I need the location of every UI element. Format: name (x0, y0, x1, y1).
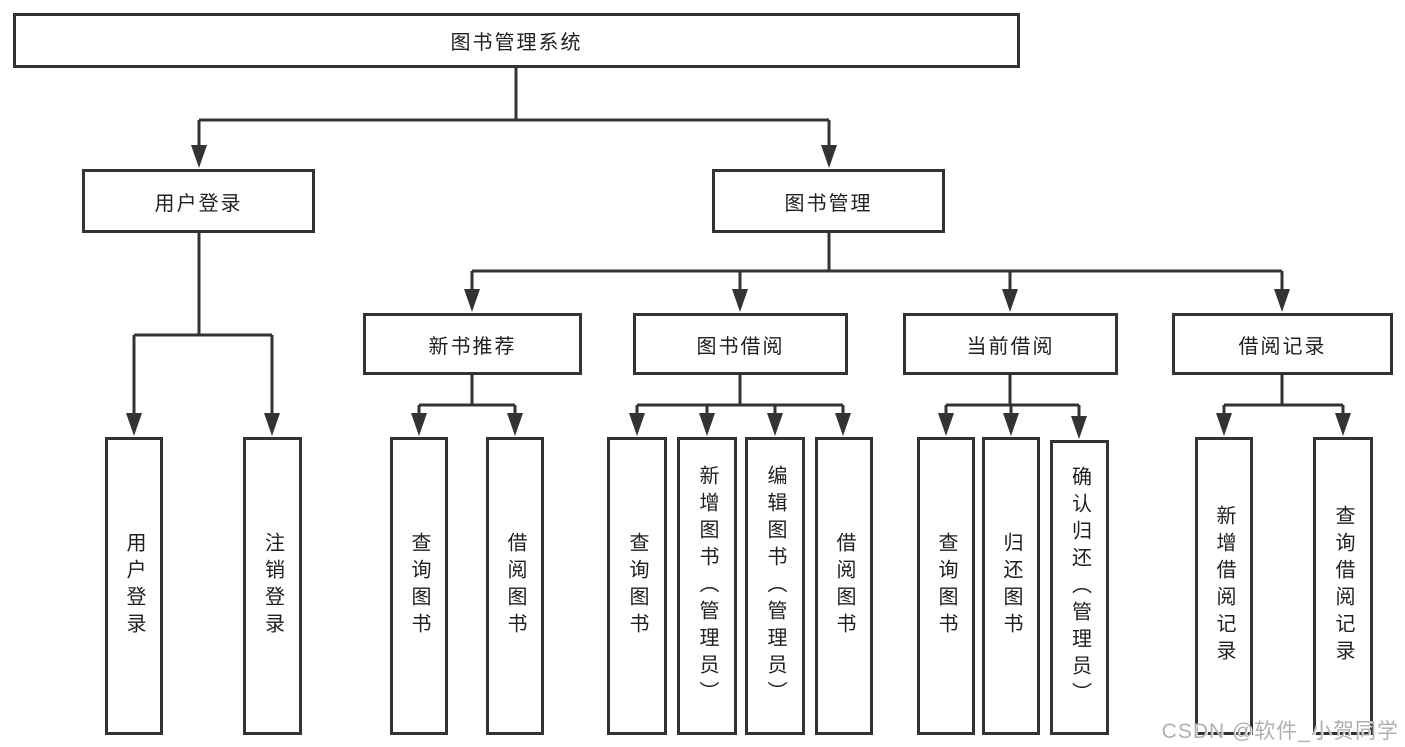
leaf-confirm-return-admin: 确认归还（管理员） (1050, 440, 1109, 735)
leaf-query-books-current: 查询图书 (917, 437, 975, 735)
leaf-add-borrow-record: 新增借阅记录 (1195, 437, 1253, 735)
leaf-label: 查询图书 (935, 532, 957, 640)
leaf-user-login: 用户登录 (105, 437, 163, 735)
leaf-label: 用户登录 (123, 532, 145, 640)
node-borrowing-records: 借阅记录 (1172, 313, 1393, 375)
leaf-borrow-books-recommend: 借阅图书 (486, 437, 544, 735)
leaf-return-books: 归还图书 (982, 437, 1040, 735)
leaf-label: 查询图书 (626, 532, 648, 640)
leaf-logout: 注销登录 (243, 437, 302, 735)
leaf-borrow-books: 借阅图书 (815, 437, 873, 735)
csdn-watermark: CSDN @软件_小贺同学 (1161, 720, 1399, 743)
leaf-label: 归还图书 (1000, 532, 1022, 640)
leaf-label: 查询借阅记录 (1332, 505, 1354, 667)
arrowheads (126, 145, 1351, 439)
leaf-label: 查询图书 (408, 532, 430, 640)
leaf-query-books-recommend: 查询图书 (390, 437, 448, 735)
node-user-login: 用户登录 (82, 169, 315, 233)
leaf-label: 新增图书（管理员） (696, 464, 718, 708)
leaf-label: 借阅图书 (504, 532, 526, 640)
node-book-borrowing: 图书借阅 (633, 313, 848, 375)
leaf-edit-books-admin: 编辑图书（管理员） (745, 437, 805, 735)
node-current-borrowing: 当前借阅 (903, 313, 1118, 375)
leaf-add-books-admin: 新增图书（管理员） (677, 437, 737, 735)
leaf-query-borrow-record: 查询借阅记录 (1313, 437, 1373, 735)
leaf-label: 注销登录 (261, 532, 284, 640)
node-book-management: 图书管理 (712, 169, 945, 233)
tree-connector-path (132, 68, 1345, 421)
node-new-book-recommendation: 新书推荐 (363, 313, 582, 375)
leaf-label: 编辑图书（管理员） (764, 464, 786, 708)
leaf-label: 借阅图书 (833, 532, 855, 640)
node-library-management-system: 图书管理系统 (13, 13, 1020, 68)
leaf-label: 新增借阅记录 (1213, 505, 1235, 667)
leaf-query-books-borrowing: 查询图书 (607, 437, 667, 735)
leaf-label: 确认归还（管理员） (1068, 466, 1091, 709)
